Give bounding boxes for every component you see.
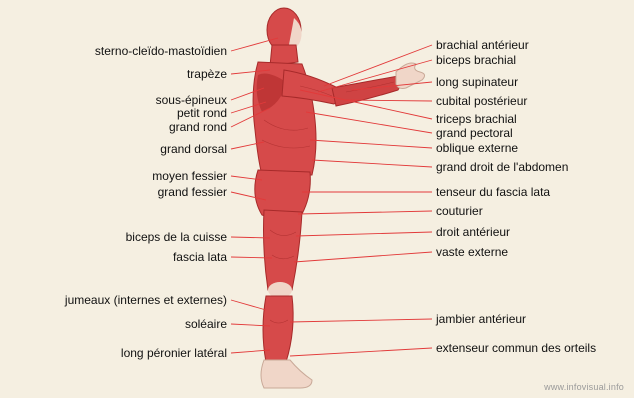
- thigh: [264, 210, 303, 290]
- foot: [261, 360, 312, 388]
- label-fascia-lata: fascia lata: [173, 250, 227, 264]
- label-tenseur-fascia-lata: tenseur du fascia lata: [436, 185, 550, 199]
- label-droit-anterieur: droit antérieur: [436, 225, 510, 239]
- label-soleaire: soléaire: [185, 317, 227, 331]
- label-brachial-anterieur: brachial antérieur: [436, 38, 529, 52]
- label-sterno-cleido-mastoidien: sterno-cleïdo-mastoïdien: [95, 44, 227, 58]
- forearm: [332, 76, 400, 106]
- label-grand-rond: grand rond: [169, 120, 227, 134]
- label-biceps-brachial: biceps brachial: [436, 53, 516, 67]
- label-extenseur-commun-orteils: extenseur commun des orteils: [436, 341, 596, 355]
- label-petit-rond: petit rond: [177, 106, 227, 120]
- label-triceps-brachial: triceps brachial: [436, 112, 517, 126]
- label-grand-droit-abdomen: grand droit de l'abdomen: [436, 160, 568, 174]
- label-cubital-posterieur: cubital postérieur: [436, 94, 527, 108]
- label-couturier: couturier: [436, 204, 483, 218]
- body-figure: [253, 8, 424, 388]
- label-sous-epineux: sous-épineux: [156, 93, 227, 107]
- label-grand-fessier: grand fessier: [158, 185, 227, 199]
- label-grand-dorsal: grand dorsal: [160, 142, 227, 156]
- label-biceps-de-la-cuisse: biceps de la cuisse: [126, 230, 227, 244]
- label-long-peronier-lateral: long péronier latéral: [121, 346, 227, 360]
- source-credit: www.infovisual.info: [544, 382, 624, 392]
- lower-leg: [263, 296, 293, 362]
- hand: [396, 63, 425, 89]
- label-long-supinateur: long supinateur: [436, 75, 518, 89]
- label-jumeaux: jumeaux (internes et externes): [65, 293, 227, 307]
- label-grand-pectoral: grand pectoral: [436, 126, 513, 140]
- label-vaste-externe: vaste externe: [436, 245, 508, 259]
- label-oblique-externe: oblique externe: [436, 141, 518, 155]
- label-jambier-anterieur: jambier antérieur: [436, 312, 526, 326]
- label-trapeze: trapèze: [187, 67, 227, 81]
- label-moyen-fessier: moyen fessier: [152, 169, 227, 183]
